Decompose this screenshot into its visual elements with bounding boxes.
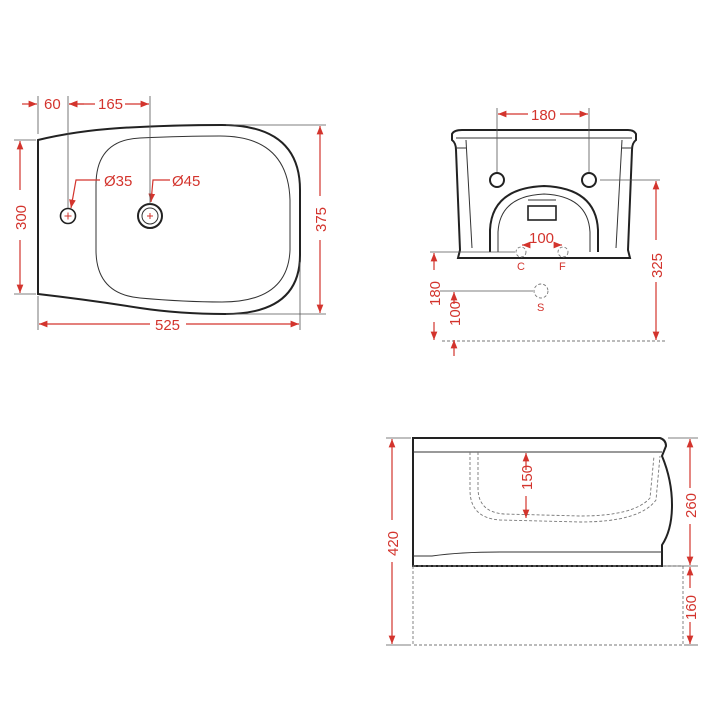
- dim-60-label: 60: [44, 96, 61, 113]
- dim-100-waste-label: 100: [447, 301, 464, 326]
- dim-375-label: 375: [313, 207, 330, 232]
- top-view-outline: [37, 123, 301, 316]
- waste-label: S: [537, 302, 544, 314]
- tap-hole: [59, 207, 77, 225]
- dim-325-label: 325: [649, 253, 666, 278]
- right-fixing-hole: [581, 172, 597, 188]
- dim-180-left-label: 180: [427, 281, 444, 306]
- front-view-arch: [489, 184, 599, 252]
- dim-260-label: 260: [683, 493, 700, 518]
- tap-hole-diameter-label: Ø35: [104, 173, 132, 190]
- hot-supply-hole: [557, 246, 569, 258]
- front-view: 180 C F 100 S 180 100 325: [427, 107, 666, 356]
- dim-420-label: 420: [385, 531, 402, 556]
- left-fixing-hole: [489, 172, 505, 188]
- front-view-outline: [451, 129, 637, 259]
- top-view: Ø35 Ø45 60 165 300 375 525: [13, 96, 330, 334]
- waste-hole: [533, 283, 549, 299]
- drain-hole: [137, 203, 163, 229]
- cold-supply-hole: [515, 246, 527, 258]
- floor-clearance-box: [412, 565, 684, 646]
- side-view-bowl: [469, 452, 661, 523]
- dim-160-label: 160: [683, 595, 700, 620]
- drain-diameter-label: Ø45: [172, 173, 200, 190]
- dim-100-supply-label: 100: [529, 230, 554, 247]
- dim-180-top-label: 180: [531, 107, 556, 124]
- dim-525-label: 525: [155, 317, 180, 334]
- dim-150-label: 150: [519, 465, 536, 490]
- side-view: 150 420 260 160: [385, 437, 700, 646]
- side-view-outline: [412, 437, 674, 567]
- dim-165-label: 165: [98, 96, 123, 113]
- top-view-bowl: [95, 135, 291, 303]
- dim-300-label: 300: [13, 205, 30, 230]
- cold-label: C: [517, 261, 525, 273]
- hot-label: F: [559, 261, 566, 273]
- trap-box: [527, 205, 557, 221]
